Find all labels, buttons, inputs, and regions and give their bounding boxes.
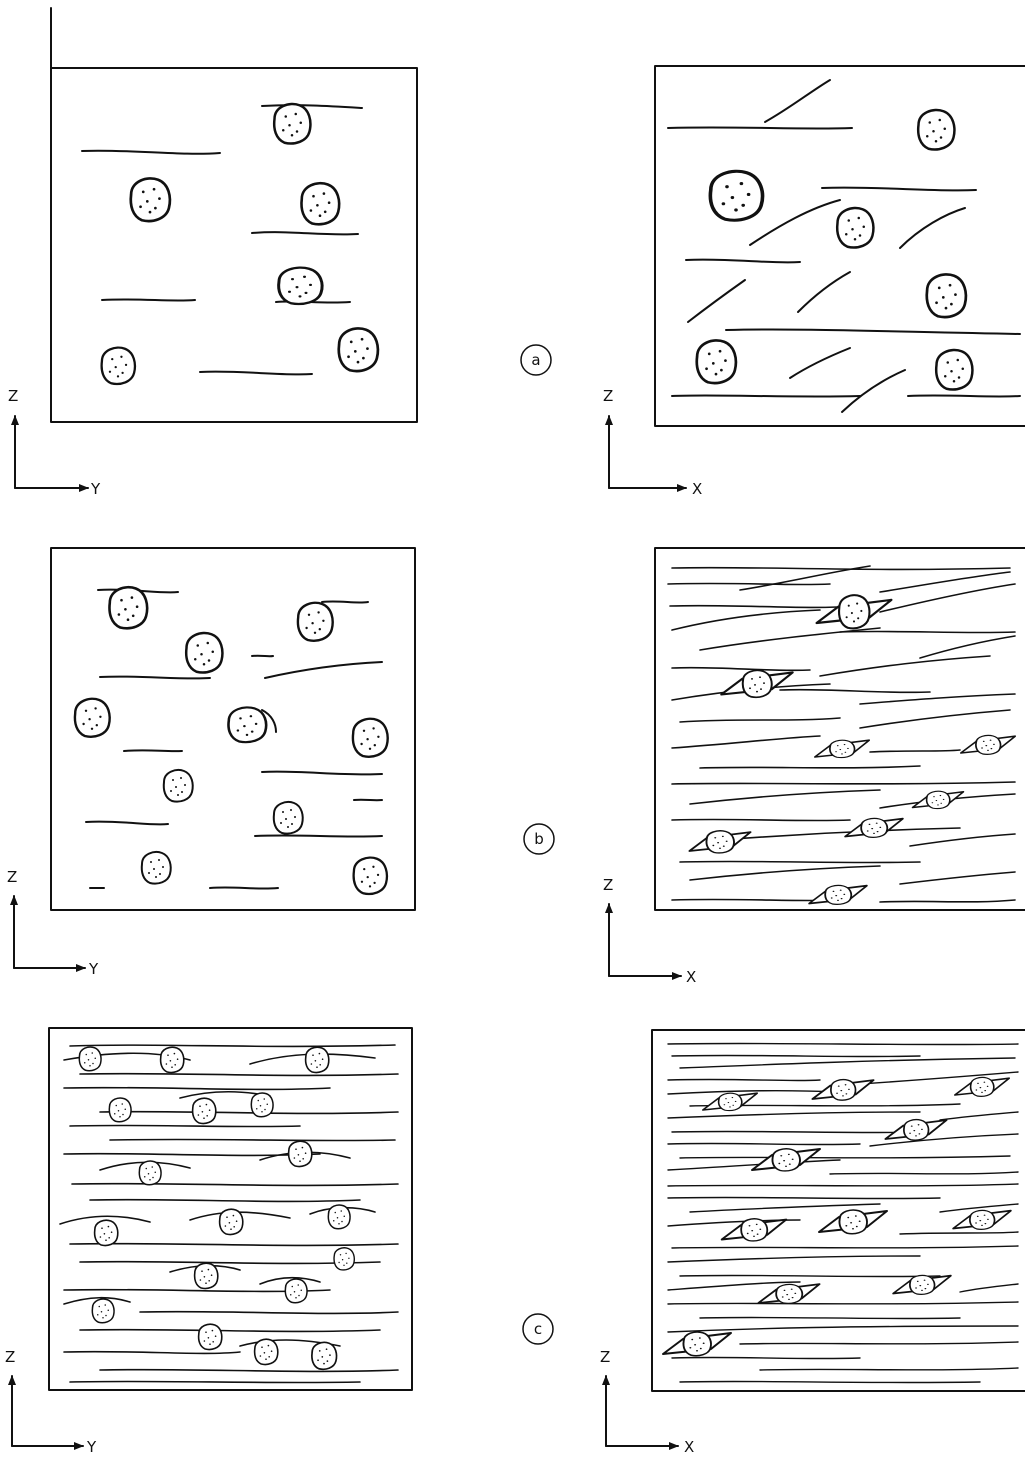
axes-xz-b: Z X	[603, 876, 696, 986]
panel-b-yz	[51, 548, 415, 910]
svg-text:Z: Z	[603, 876, 613, 894]
axes-yz-c: Z Y	[5, 1348, 97, 1456]
svg-text:Z: Z	[8, 387, 18, 405]
svg-text:Z: Z	[600, 1348, 610, 1366]
row-c: c Z Y Z X	[5, 1028, 1025, 1456]
panel-b-xz	[655, 548, 1025, 910]
svg-text:Y: Y	[88, 960, 99, 978]
panel-a-xz	[655, 66, 1025, 426]
row-a: a Z Y Z X	[8, 8, 1025, 498]
row-label-a: a	[521, 345, 551, 375]
row-label-c: c	[523, 1314, 553, 1344]
svg-text:Z: Z	[603, 387, 613, 405]
grains	[75, 587, 388, 894]
grains	[697, 110, 973, 389]
svg-text:X: X	[684, 1438, 694, 1456]
panel-c-yz	[49, 1028, 412, 1390]
panel-c-xz	[652, 1030, 1025, 1391]
svg-text:X: X	[686, 968, 696, 986]
axes-yz-b: Z Y	[7, 868, 99, 978]
row-label-b: b	[524, 824, 554, 854]
svg-text:Z: Z	[5, 1348, 15, 1366]
grains	[663, 1077, 1011, 1355]
svg-text:Y: Y	[90, 480, 101, 498]
svg-text:a: a	[531, 351, 540, 369]
svg-text:X: X	[692, 480, 702, 498]
svg-text:Y: Y	[86, 1438, 97, 1456]
panel-a-yz	[51, 8, 417, 422]
row-b: b Z Y Z X	[7, 548, 1025, 986]
svg-text:c: c	[534, 1320, 542, 1338]
foliation-lines	[82, 105, 362, 374]
axes-xz-a: Z X	[603, 387, 702, 498]
svg-text:Z: Z	[7, 868, 17, 886]
grains	[79, 1047, 354, 1369]
grains	[102, 104, 378, 384]
axes-yz-a: Z Y	[8, 387, 101, 498]
svg-text:b: b	[534, 830, 544, 848]
grains	[689, 595, 1015, 904]
axes-xz-c: Z X	[600, 1348, 694, 1456]
